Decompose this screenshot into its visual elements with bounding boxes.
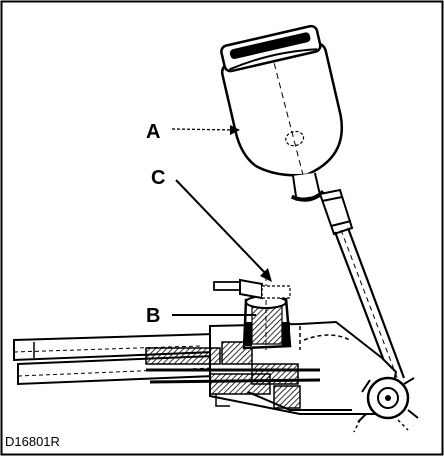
leader-c: [175, 179, 272, 282]
part-b-bolt: [242, 276, 292, 350]
callout-b: B: [146, 305, 160, 327]
clamp-assembly: [145, 341, 321, 409]
buckle-sleeve: [318, 188, 354, 236]
part-c-screw: [213, 278, 291, 300]
buckle-head: [220, 24, 343, 202]
figure-reference-code: D16801R: [5, 434, 60, 449]
callout-c: C: [151, 167, 165, 189]
anchor-pivot: [353, 376, 419, 433]
buckle-stalk-cable: [333, 227, 406, 383]
leader-a: [171, 125, 240, 135]
callout-a: A: [146, 121, 160, 143]
